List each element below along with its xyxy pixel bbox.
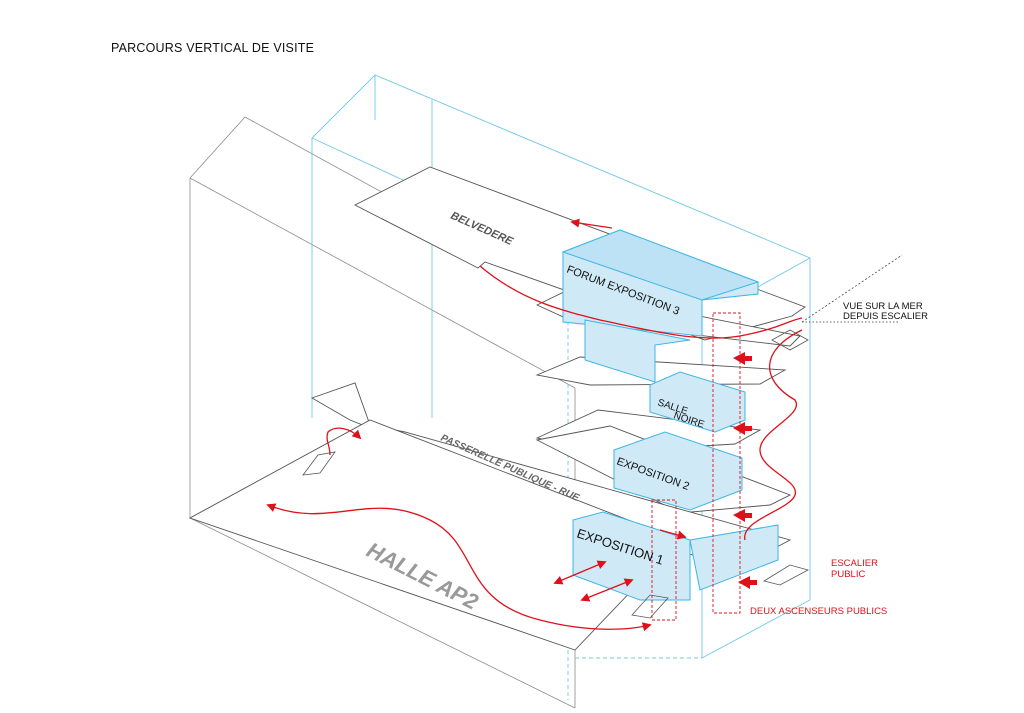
expo1-arrow [659, 529, 687, 540]
expo2-box [613, 431, 743, 511]
elevator-shaft-upper [712, 312, 741, 614]
vue-label-2: DEPUIS ESCALIER [843, 311, 928, 322]
right-staircase-route [744, 329, 803, 541]
elevator-shafts [651, 312, 741, 621]
salle-noire-box [649, 371, 746, 433]
expo1-side [689, 524, 779, 591]
circulation-paths [266, 218, 903, 632]
stair-glyphs [302, 329, 810, 619]
halle-double-arrow-1 [553, 560, 607, 585]
belvedere-arrow [570, 218, 613, 229]
vue-label-1: VUE SUR LA MER [843, 301, 923, 312]
halle-route [266, 503, 652, 632]
forum-box-top [561, 229, 760, 301]
elevator-shaft-lower [651, 499, 677, 621]
halle-double-arrow-2 [580, 578, 634, 602]
escalier-label-1: ESCALIER [831, 558, 878, 569]
vue-pointer [801, 254, 903, 323]
escalier-label-2: PUBLIC [831, 569, 865, 580]
ascenseurs-label: DEUX ASCENSEURS PUBLICS [750, 606, 887, 617]
passerelle-entry-route [326, 427, 362, 456]
elevator-arrows [733, 352, 757, 589]
forum-box-lower [584, 319, 691, 383]
belvedere-route [479, 265, 803, 339]
diagram-title: PARCOURS VERTICAL DE VISITE [111, 41, 315, 55]
